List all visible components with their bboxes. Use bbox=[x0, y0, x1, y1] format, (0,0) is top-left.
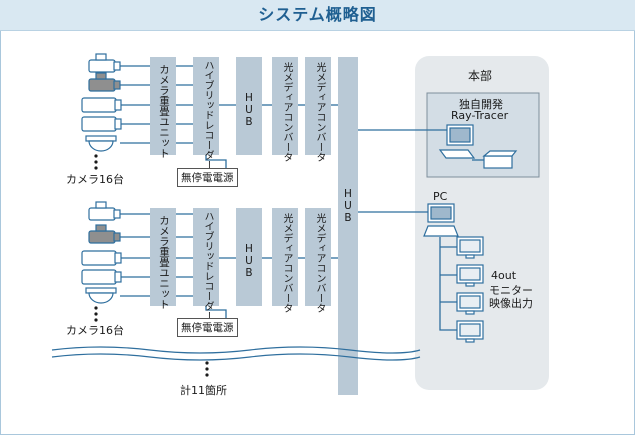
recorder-label: ハイブリッドレコーダー bbox=[202, 211, 213, 321]
monitor-output-line1: 4out bbox=[491, 269, 517, 282]
mux-unit-label: カメラ重畳ユニット bbox=[158, 215, 170, 310]
ups-box: 無停電電源 bbox=[177, 168, 238, 187]
pc-label: PC bbox=[433, 190, 448, 203]
recorder-label: ハイブリッドレコーダー bbox=[202, 60, 213, 170]
monitor-icon bbox=[456, 236, 484, 259]
media-converter-column bbox=[272, 57, 298, 155]
hub-column bbox=[236, 57, 262, 155]
media-converter-label: 光メディアコンバータ bbox=[314, 62, 325, 162]
main-hub-label: HUB bbox=[342, 188, 354, 224]
camera-count-label: カメラ16台 bbox=[66, 173, 124, 186]
media-converter-column bbox=[305, 57, 331, 155]
camera-icon bbox=[88, 72, 121, 92]
pc-icon bbox=[423, 203, 459, 237]
camera-icon bbox=[81, 269, 122, 285]
main-hub-column bbox=[338, 57, 358, 395]
block-2-columns bbox=[150, 208, 331, 306]
block-1-lines bbox=[120, 65, 338, 168]
monitor-output-line3: 映像出力 bbox=[489, 297, 533, 310]
camera-icon bbox=[88, 53, 121, 73]
diagram-title: システム概略図 bbox=[258, 5, 377, 24]
monitor-output-line2: モニター bbox=[489, 284, 533, 297]
hub-column bbox=[236, 208, 262, 306]
break-line bbox=[51, 346, 421, 361]
mux-unit-column bbox=[150, 208, 176, 306]
media-converter-label: 光メディアコンバータ bbox=[281, 62, 292, 162]
block-1-columns bbox=[150, 57, 331, 155]
mux-unit-column bbox=[150, 57, 176, 155]
hq-lines bbox=[358, 129, 485, 331]
media-converter-column bbox=[305, 208, 331, 306]
media-converter-column bbox=[272, 208, 298, 306]
server-label-line2: Ray-Tracer bbox=[451, 109, 509, 122]
more-dots-icon bbox=[94, 306, 98, 322]
more-dots-icon bbox=[94, 154, 98, 170]
dome-camera-icon bbox=[85, 135, 117, 152]
hub-label: HUB bbox=[243, 243, 255, 279]
camera-count-label: カメラ16台 bbox=[66, 324, 124, 337]
monitor-icon bbox=[456, 320, 484, 343]
server-pc-icon bbox=[438, 124, 518, 169]
ups-box: 無停電電源 bbox=[177, 318, 238, 337]
camera-icon bbox=[88, 224, 121, 244]
camera-icon bbox=[81, 250, 122, 266]
block-2-lines bbox=[120, 213, 338, 318]
server-box bbox=[426, 92, 540, 178]
more-dots-icon bbox=[205, 361, 209, 377]
dome-camera-icon bbox=[85, 287, 117, 304]
camera-icon bbox=[81, 97, 122, 113]
title-bar bbox=[0, 0, 635, 31]
headquarters-title: 本部 bbox=[468, 69, 493, 83]
mux-unit-label: カメラ重畳ユニット bbox=[158, 64, 170, 159]
camera-icon bbox=[88, 201, 121, 221]
total-sites-label: 計11箇所 bbox=[180, 384, 227, 397]
camera-icon bbox=[81, 116, 122, 132]
monitor-icon bbox=[456, 264, 484, 287]
monitor-icon bbox=[456, 292, 484, 315]
recorder-column bbox=[193, 57, 219, 155]
server-label-line1: 独自開発 bbox=[459, 98, 503, 111]
media-converter-label: 光メディアコンバータ bbox=[314, 213, 325, 313]
media-converter-label: 光メディアコンバータ bbox=[281, 213, 292, 313]
recorder-column bbox=[193, 208, 219, 306]
hub-label: HUB bbox=[243, 92, 255, 128]
